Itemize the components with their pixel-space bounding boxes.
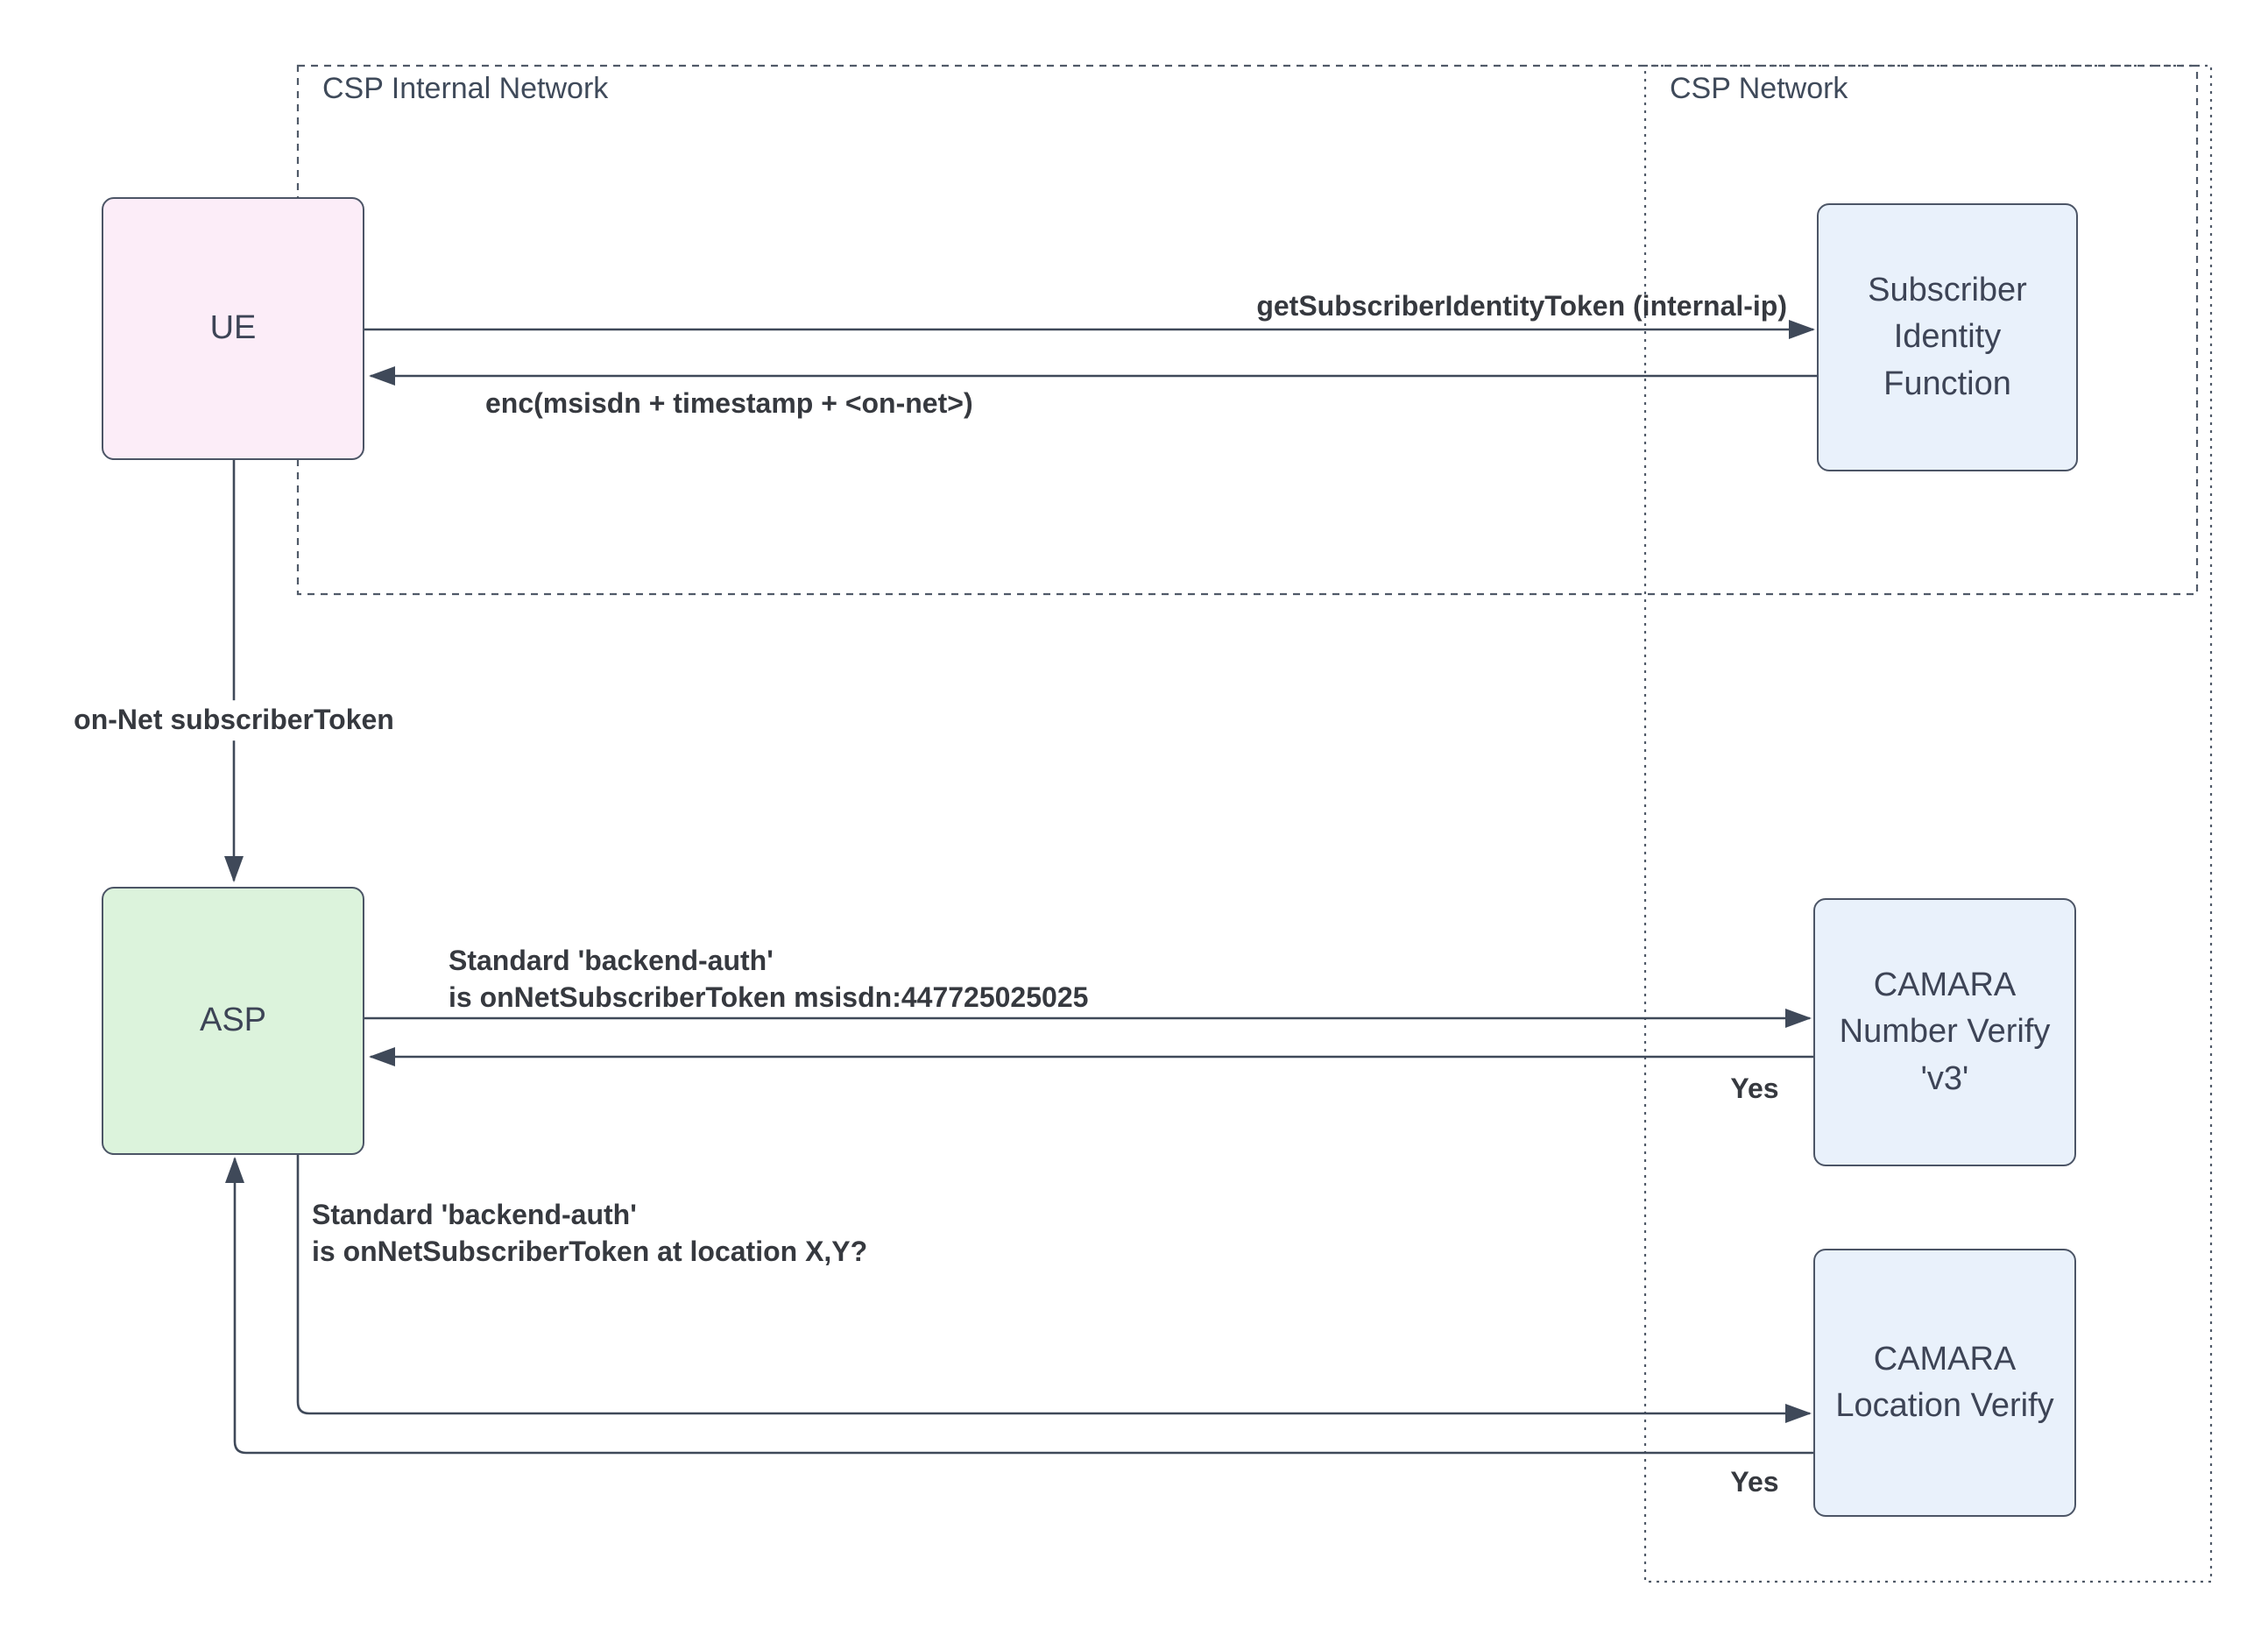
region-title-csp-network: CSP Network <box>1670 72 1848 105</box>
node-camara-location-verify: CAMARA Location Verify <box>1813 1249 2076 1517</box>
edge-asp-to-location-verify-request <box>296 1155 1812 1423</box>
node-sif-line-2: Identity <box>1893 318 2002 356</box>
edge-location-verify-to-asp-response <box>225 1157 1813 1455</box>
edge-label-number-verify-request-line-1: Standard 'backend-auth' <box>449 945 774 976</box>
node-cnv-line-2: Number Verify <box>1839 1013 2051 1051</box>
node-camara-number-verify-label: CAMARA Number Verify 'v3' <box>1840 962 2051 1102</box>
region-title-csp-internal-network: CSP Internal Network <box>322 72 609 105</box>
node-clv-line-2: Location Verify <box>1835 1387 2054 1424</box>
edge-label-number-verify-request: Standard 'backend-auth' is onNetSubscrib… <box>449 943 1088 1016</box>
node-camara-number-verify: CAMARA Number Verify 'v3' <box>1813 898 2076 1166</box>
node-ue-label: UE <box>209 309 257 347</box>
node-subscriber-identity-function: Subscriber Identity Function <box>1817 203 2078 471</box>
edge-label-location-verify-request-line-1: Standard 'backend-auth' <box>312 1199 637 1230</box>
node-ue: UE <box>102 197 364 460</box>
node-clv-line-1: CAMARA <box>1873 1340 2017 1377</box>
edge-label-enc-msisdn-response: enc(msisdn + timestamp + <on-net>) <box>485 387 973 419</box>
node-sif-line-3: Function <box>1883 365 2011 402</box>
edge-label-location-verify-yes: Yes <box>1730 1466 1779 1498</box>
edge-label-location-verify-request-line-2: is onNetSubscriberToken at location X,Y? <box>312 1235 868 1267</box>
edge-label-number-verify-yes: Yes <box>1730 1073 1779 1105</box>
node-cnv-line-3: 'v3' <box>1920 1059 1969 1097</box>
node-camara-location-verify-label: CAMARA Location Verify <box>1835 1336 2053 1429</box>
node-asp: ASP <box>102 887 364 1155</box>
edge-label-on-net-subscriber-token: on-Net subscriberToken <box>65 700 403 740</box>
node-asp-label: ASP <box>199 1002 267 1039</box>
edge-label-number-verify-request-line-2: is onNetSubscriberToken msisdn:447725025… <box>449 981 1089 1013</box>
node-cnv-line-1: CAMARA <box>1873 967 2017 1004</box>
node-subscriber-identity-function-label: Subscriber Identity Function <box>1868 267 2027 407</box>
edge-label-get-subscriber-identity-token: getSubscriberIdentityToken (internal-ip) <box>1256 290 1787 322</box>
node-sif-line-1: Subscriber <box>1868 272 2027 309</box>
edge-label-location-verify-request: Standard 'backend-auth' is onNetSubscrib… <box>312 1197 867 1270</box>
